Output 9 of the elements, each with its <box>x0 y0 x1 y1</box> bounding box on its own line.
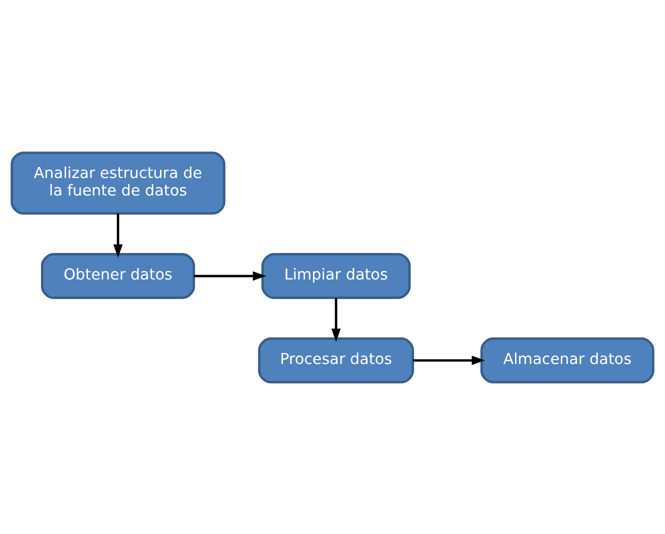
arrow <box>194 270 266 280</box>
node-box: Limpiar datos <box>261 252 411 299</box>
arrow <box>413 355 486 365</box>
node-box: Procesar datos <box>258 336 414 383</box>
arrow <box>331 298 341 342</box>
arrow <box>113 213 123 258</box>
node-box: Almacenar datos <box>480 336 654 383</box>
node-box: Analizar estructura de la fuente de datos <box>10 151 226 214</box>
node-box: Obtener datos <box>40 252 196 299</box>
